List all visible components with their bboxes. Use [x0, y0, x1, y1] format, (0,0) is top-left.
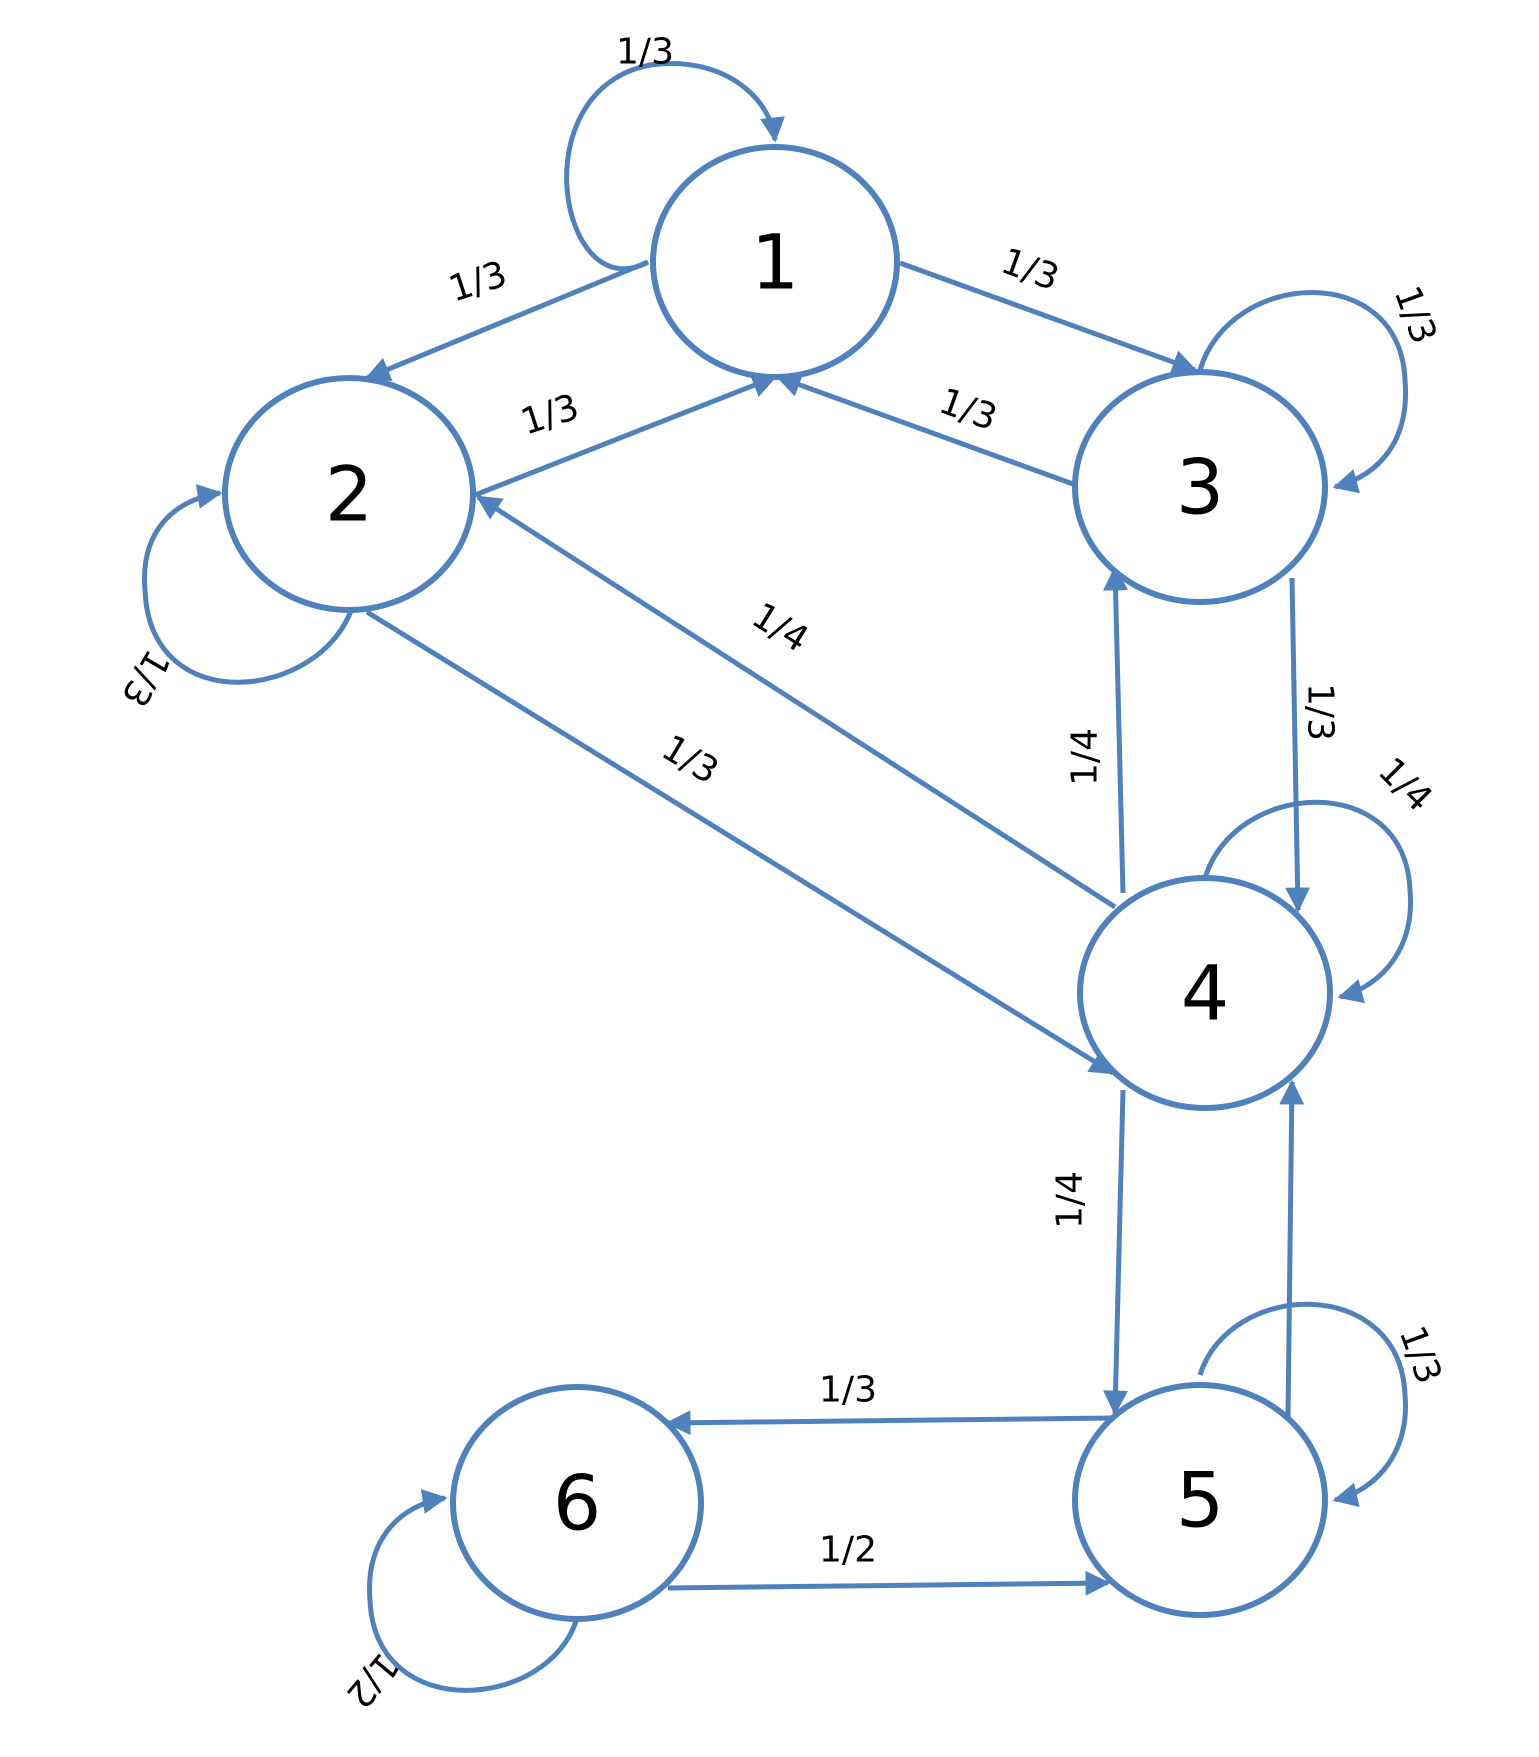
- edge-2-to-1: 1/3: [474, 373, 778, 498]
- edge-label-2-to-4: 1/3: [655, 728, 726, 793]
- edge-label-1-to-2: 1/3: [444, 254, 512, 311]
- edge-label-6-to-5: 1/2: [819, 1530, 877, 1571]
- edge-3-to-4: 1/3: [1285, 577, 1341, 913]
- edge-label-4-to-4: 1/4: [1370, 750, 1440, 820]
- node-5-label: 5: [1176, 1456, 1224, 1545]
- node-1: 1: [650, 144, 900, 380]
- node-5-circle: [1072, 1382, 1328, 1618]
- edge-1-to-2: 1/3: [364, 254, 649, 381]
- edge-5-to-6: 1/3: [665, 1370, 1114, 1436]
- node-6-label: 6: [553, 1459, 601, 1548]
- node-2-circle: [222, 375, 476, 613]
- edge-label-4-to-3: 1/4: [1065, 728, 1106, 786]
- node-4: 4: [1077, 875, 1333, 1111]
- edge-label-3-to-4: 1/3: [1300, 683, 1341, 741]
- node-6-circle: [450, 1384, 704, 1622]
- node-2-label: 2: [325, 450, 373, 539]
- edge-label-5-to-6: 1/3: [819, 1370, 877, 1411]
- edge-label-4-to-5: 1/4: [1050, 1171, 1091, 1229]
- node-6: 6: [450, 1384, 704, 1622]
- node-4-label: 4: [1181, 949, 1229, 1038]
- edge-4-to-3: 1/4: [1065, 565, 1129, 894]
- edge-label-6-to-6: 1/2: [338, 1645, 407, 1716]
- node-1-label: 1: [751, 218, 799, 307]
- node-5: 5: [1072, 1382, 1328, 1618]
- edge-4-to-5: 1/4: [1050, 1089, 1129, 1416]
- node-3-circle: [1072, 369, 1328, 605]
- node-1-circle: [650, 144, 900, 380]
- edge-label-3-to-1: 1/3: [934, 381, 1002, 439]
- edge-label-1-to-1: 1/3: [616, 32, 674, 73]
- edge-label-5-to-5: 1/3: [1391, 1321, 1449, 1389]
- nodes: 1 2 3 4 5 6: [222, 144, 1333, 1622]
- node-3: 3: [1072, 369, 1328, 605]
- edge-1-to-1: 1/3: [564, 32, 785, 272]
- edge-label-2-to-1: 1/3: [516, 387, 584, 444]
- node-4-circle: [1077, 875, 1333, 1111]
- edge-3-to-1: 1/3: [775, 372, 1074, 487]
- edge-label-1-to-3: 1/3: [996, 241, 1064, 299]
- node-2: 2: [222, 375, 476, 613]
- edge-5-to-4: [1279, 1079, 1305, 1418]
- edge-2-to-4: 1/3: [365, 609, 1116, 1076]
- edge-label-4-to-2: 1/4: [745, 595, 816, 660]
- node-3-label: 3: [1176, 443, 1224, 532]
- edge-4-to-2: 1/4: [475, 494, 1117, 910]
- edge-1-to-3: 1/3: [899, 241, 1198, 375]
- edge-6-to-5: 1/2: [667, 1530, 1111, 1596]
